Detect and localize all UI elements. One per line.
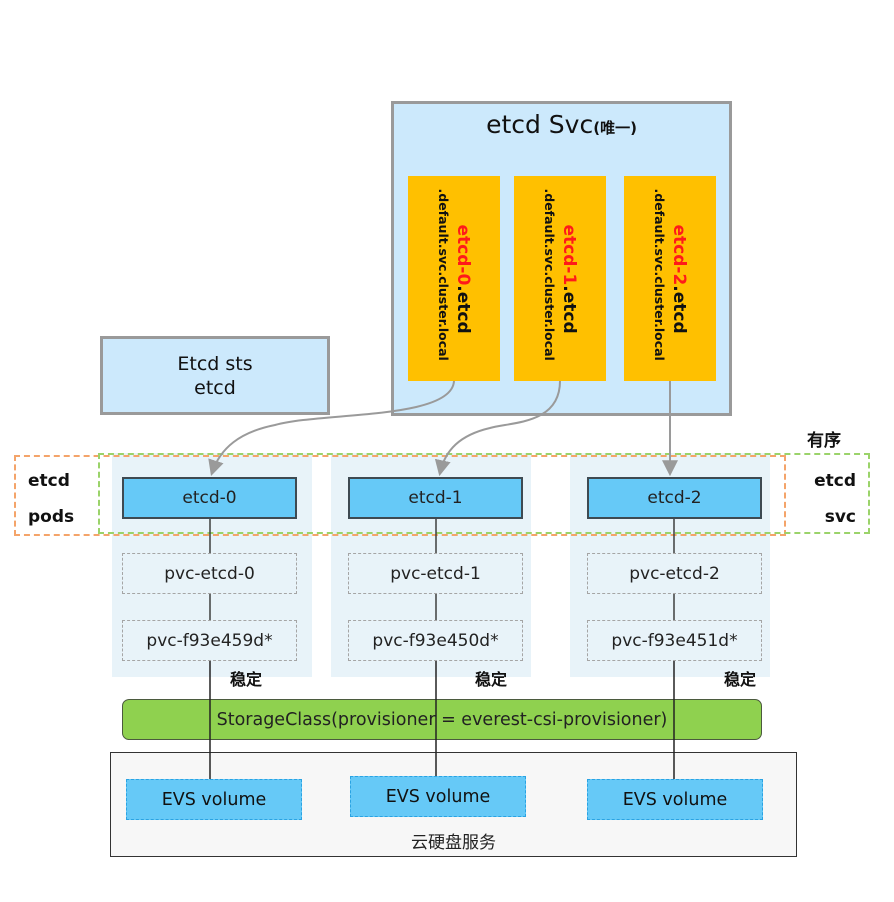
svc-label-line2: svc — [824, 507, 856, 527]
svc-title: etcd Svc(唯一) — [391, 110, 732, 139]
sts-name: etcd — [194, 376, 236, 399]
svc-title-text: etcd Svc — [486, 110, 594, 139]
pvc-box: pvc-etcd-2 — [587, 553, 762, 594]
storage-class-bar: StorageClass(provisioner = everest-csi-p… — [122, 699, 762, 740]
svc-label-line1: etcd — [814, 471, 856, 491]
dns-entry-0: etcd-0.etcd .default.svc.cluster.local — [408, 176, 500, 381]
evs-volume: EVS volume — [126, 779, 302, 820]
pods-label-line1: etcd — [28, 471, 70, 491]
dns-svc-name: .etcd — [559, 284, 579, 334]
dns-pod-name: etcd-2 — [669, 224, 689, 285]
pv-box: pvc-f93e450d* — [348, 620, 523, 661]
dns-pod-name: etcd-1 — [559, 224, 579, 285]
sts-title: Etcd sts — [177, 352, 253, 375]
dns-domain: .default.svc.cluster.local — [542, 188, 557, 361]
pods-label-line2: pods — [28, 507, 75, 527]
pv-box: pvc-f93e459d* — [122, 620, 297, 661]
pod-box-etcd-1: etcd-1 — [348, 477, 523, 519]
ordered-label: 有序 — [807, 431, 841, 451]
dns-svc-name: .etcd — [669, 284, 689, 334]
dns-entry-2: etcd-2.etcd .default.svc.cluster.local — [624, 176, 716, 381]
etcd-svc-label: etcd svc — [800, 463, 856, 535]
pvc-box: pvc-etcd-0 — [122, 553, 297, 594]
dns-entry-1: etcd-1.etcd .default.svc.cluster.local — [514, 176, 606, 381]
evs-volume: EVS volume — [587, 779, 763, 820]
dns-pod-name: etcd-0 — [453, 224, 473, 285]
dns-domain: .default.svc.cluster.local — [652, 188, 667, 361]
svc-title-suffix: (唯一) — [593, 119, 637, 137]
etcd-sts-box: Etcd sts etcd — [100, 336, 330, 415]
stable-label: 稳定 — [724, 670, 757, 689]
dns-svc-name: .etcd — [453, 284, 473, 334]
stable-label: 稳定 — [230, 670, 263, 689]
stable-label: 稳定 — [475, 670, 508, 689]
evs-volume: EVS volume — [350, 776, 526, 817]
pod-box-etcd-0: etcd-0 — [122, 477, 297, 519]
pv-box: pvc-f93e451d* — [587, 620, 762, 661]
pvc-box: pvc-etcd-1 — [348, 553, 523, 594]
cloud-disk-service-label: 云硬盘服务 — [411, 833, 496, 853]
etcd-pods-label: etcd pods — [28, 463, 74, 535]
pod-box-etcd-2: etcd-2 — [587, 477, 762, 519]
dns-domain: .default.svc.cluster.local — [436, 188, 451, 361]
